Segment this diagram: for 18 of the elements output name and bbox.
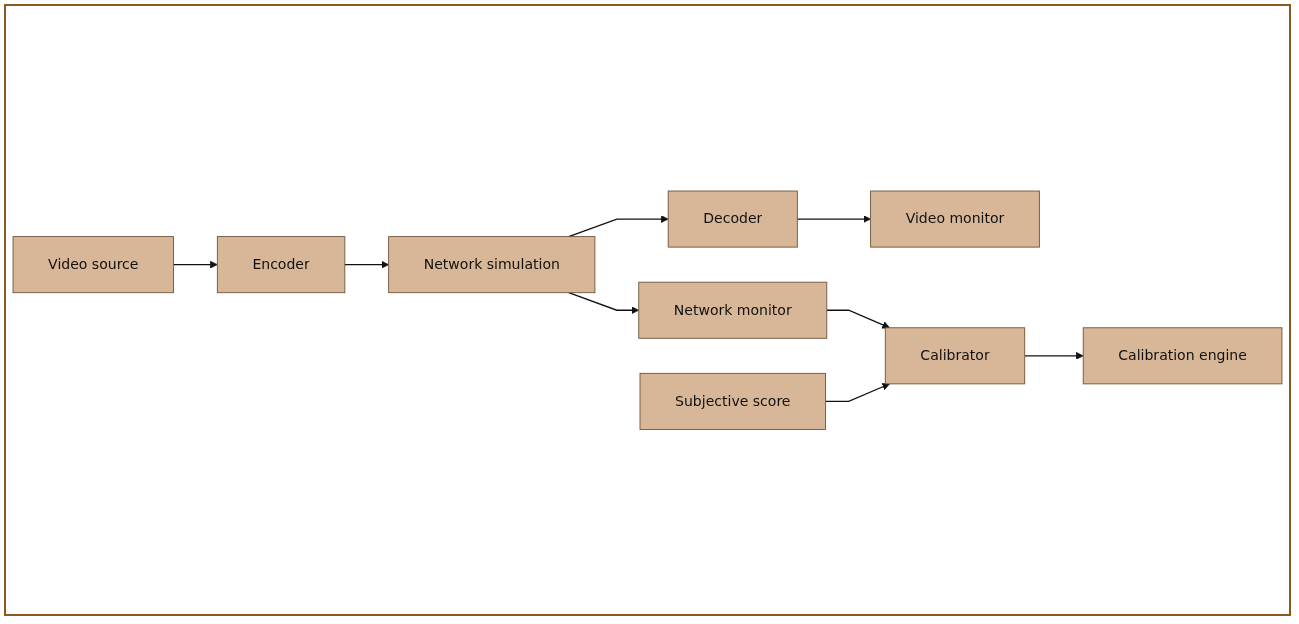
arrow bbox=[826, 309, 890, 329]
arrow bbox=[568, 291, 640, 314]
node-box bbox=[639, 372, 826, 430]
node-box bbox=[884, 327, 1026, 385]
arrow bbox=[344, 260, 389, 269]
arrow bbox=[1024, 351, 1084, 360]
diagram-frame: Video source Encoder Network simulation Decoder Video monitor Network monitor Calibrator Calibration engine Subjective score bbox=[4, 4, 1291, 616]
node-box bbox=[667, 190, 798, 248]
arrow bbox=[172, 260, 218, 269]
arrow bbox=[824, 382, 890, 402]
node-box bbox=[216, 235, 346, 293]
arrow bbox=[568, 214, 669, 237]
node-box bbox=[638, 281, 828, 339]
node-box bbox=[12, 235, 174, 293]
node-box bbox=[870, 190, 1040, 248]
arrow bbox=[796, 214, 871, 223]
node-box bbox=[388, 235, 596, 293]
node-box bbox=[1082, 327, 1283, 385]
